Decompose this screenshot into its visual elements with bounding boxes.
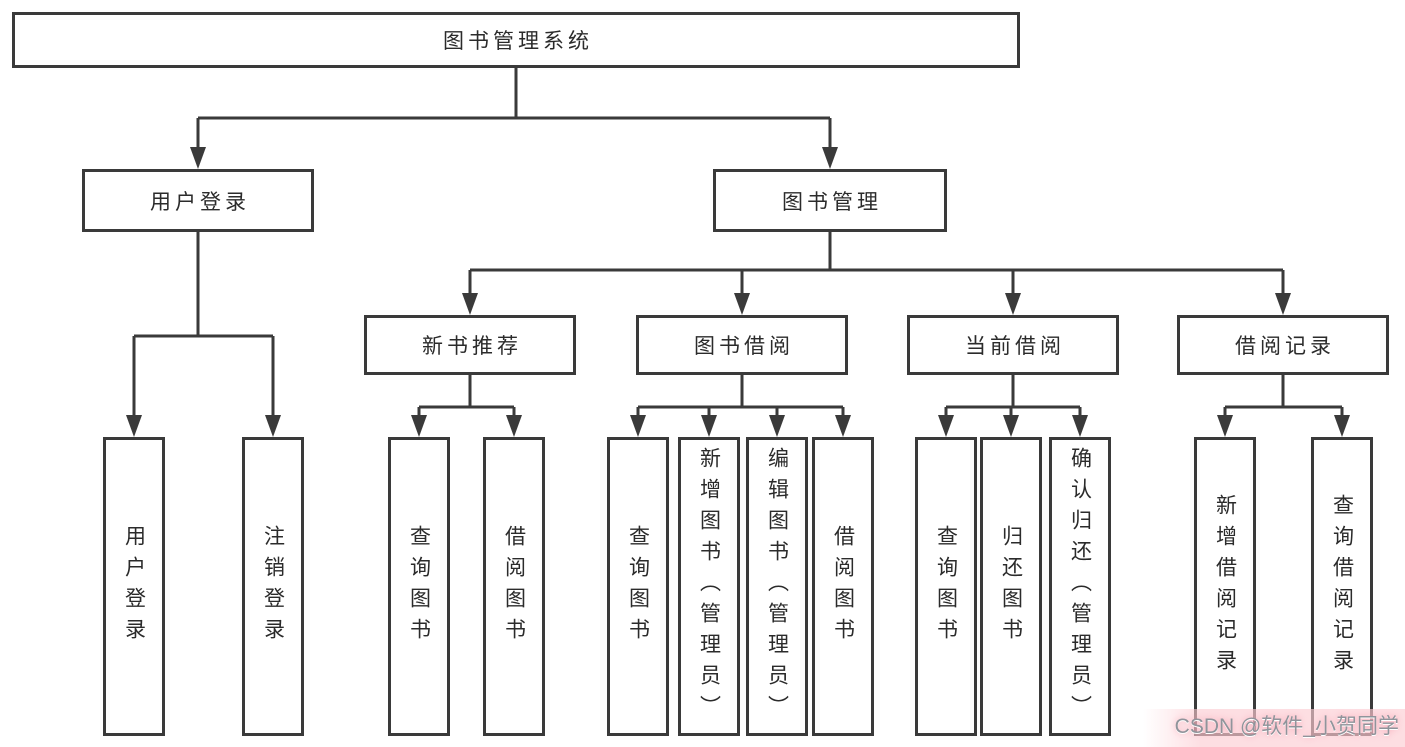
leaf-add-borrow-record-label: 新增借阅记录 bbox=[1213, 493, 1237, 680]
leaf-user-login-label: 用户登录 bbox=[122, 524, 146, 649]
node-book-borrow-label: 图书借阅 bbox=[694, 335, 794, 358]
leaf-borrow-books-borrow: 借阅图书 bbox=[812, 437, 874, 736]
arrowhead-icon bbox=[411, 415, 427, 437]
leaf-logout: 注销登录 bbox=[242, 437, 304, 736]
leaf-confirm-return-admin-label: 确认归还（管理员） bbox=[1068, 447, 1092, 726]
arrowhead-icon bbox=[630, 415, 646, 437]
leaf-add-book-admin-label: 新增图书（管理员） bbox=[697, 447, 721, 726]
arrowhead-icon bbox=[1005, 293, 1021, 315]
node-current-borrow: 当前借阅 bbox=[907, 315, 1119, 375]
arrowhead-icon bbox=[462, 293, 478, 315]
arrowhead-icon bbox=[1217, 415, 1233, 437]
node-user-login-label: 用户登录 bbox=[150, 190, 250, 214]
leaf-add-book-admin: 新增图书（管理员） bbox=[678, 437, 740, 736]
arrowhead-icon bbox=[506, 415, 522, 437]
leaf-query-borrow-record: 查询借阅记录 bbox=[1311, 437, 1373, 736]
arrowhead-icon bbox=[734, 293, 750, 315]
leaf-query-books-recommend: 查询图书 bbox=[388, 437, 450, 736]
arrowhead-icon bbox=[1275, 293, 1291, 315]
leaf-query-books-recommend-label: 查询图书 bbox=[407, 524, 431, 649]
arrowhead-icon bbox=[822, 147, 838, 169]
node-book-management-label: 图书管理 bbox=[782, 190, 882, 214]
arrowhead-icon bbox=[769, 415, 785, 437]
node-new-book-recommend-label: 新书推荐 bbox=[422, 335, 522, 358]
node-new-book-recommend: 新书推荐 bbox=[364, 315, 576, 375]
arrowhead-icon bbox=[1072, 415, 1088, 437]
node-book-management: 图书管理 bbox=[713, 169, 947, 232]
leaf-confirm-return-admin: 确认归还（管理员） bbox=[1049, 437, 1111, 736]
leaf-logout-label: 注销登录 bbox=[261, 524, 285, 649]
node-library-system-label: 图书管理系统 bbox=[443, 30, 593, 53]
leaf-edit-book-admin-label: 编辑图书（管理员） bbox=[765, 447, 789, 726]
leaf-query-books-borrow: 查询图书 bbox=[607, 437, 669, 736]
arrowhead-icon bbox=[265, 415, 281, 437]
leaf-return-books: 归还图书 bbox=[980, 437, 1042, 736]
node-borrow-records: 借阅记录 bbox=[1177, 315, 1389, 375]
watermark-text: CSDN @软件_小贺同学 bbox=[1174, 715, 1399, 738]
arrowhead-icon bbox=[938, 415, 954, 437]
leaf-query-borrow-record-label: 查询借阅记录 bbox=[1330, 493, 1354, 680]
leaf-query-books-current: 查询图书 bbox=[915, 437, 977, 736]
node-borrow-records-label: 借阅记录 bbox=[1235, 335, 1335, 358]
node-library-system: 图书管理系统 bbox=[12, 12, 1020, 68]
node-book-borrow: 图书借阅 bbox=[636, 315, 848, 375]
arrowhead-icon bbox=[835, 415, 851, 437]
arrowhead-icon bbox=[701, 415, 717, 437]
arrowhead-icon bbox=[1334, 415, 1350, 437]
arrowhead-icon bbox=[190, 147, 206, 169]
leaf-query-books-current-label: 查询图书 bbox=[934, 524, 958, 649]
node-user-login: 用户登录 bbox=[82, 169, 314, 232]
leaf-return-books-label: 归还图书 bbox=[999, 524, 1023, 649]
leaf-query-books-borrow-label: 查询图书 bbox=[626, 524, 650, 649]
leaf-borrow-books-recommend: 借阅图书 bbox=[483, 437, 545, 736]
leaf-add-borrow-record: 新增借阅记录 bbox=[1194, 437, 1256, 736]
node-current-borrow-label: 当前借阅 bbox=[965, 335, 1065, 358]
leaf-borrow-books-borrow-label: 借阅图书 bbox=[831, 524, 855, 649]
leaf-user-login: 用户登录 bbox=[103, 437, 165, 736]
leaf-borrow-books-recommend-label: 借阅图书 bbox=[502, 524, 526, 649]
leaf-edit-book-admin: 编辑图书（管理员） bbox=[746, 437, 808, 736]
arrowhead-icon bbox=[1003, 415, 1019, 437]
arrowhead-icon bbox=[126, 415, 142, 437]
connector-arrows bbox=[126, 118, 1350, 437]
